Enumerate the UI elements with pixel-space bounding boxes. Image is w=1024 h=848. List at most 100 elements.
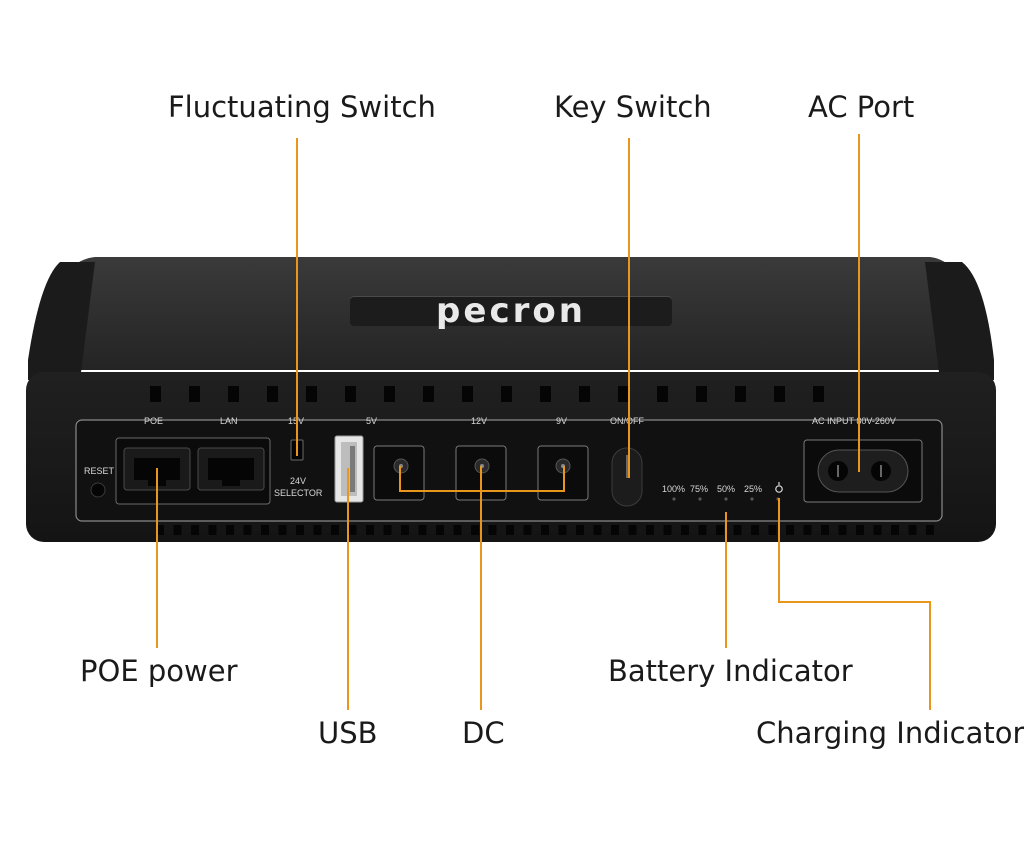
upper-vent-slots [150,386,824,402]
vent-slot [813,386,824,402]
vent-slot [735,386,746,402]
label-12v: 12V [471,416,488,426]
vent-slot [261,525,269,535]
vent-slot [856,525,864,535]
leader-charging-drop [929,601,931,710]
vent-slot [506,525,514,535]
vent-slot [803,525,812,535]
vent-slot [821,525,829,535]
label-selector-24v: 24V [290,476,307,486]
vent-slot [618,386,629,402]
label-battery-75: 75% [690,484,709,494]
label-5v: 5V [366,416,378,426]
vent-slot [306,386,317,402]
callout-ac-port: AC Port [808,90,915,124]
vent-slot [488,525,497,535]
charging-symbol-icon [775,482,783,493]
vent-slot [873,525,882,535]
vent-slot [523,525,532,535]
battery-led-75 [698,497,702,501]
vent-slot [891,525,899,535]
vent-slot [751,525,759,535]
label-9v: 9V [556,416,568,426]
vent-slot [226,525,234,535]
vent-slot [331,525,339,535]
vent-slot [663,525,672,535]
leader-ac-port [858,134,860,472]
vent-slot [716,525,724,535]
vent-slot [501,386,512,402]
right-corner-bumper [925,262,994,380]
leader-poe-power [156,468,158,648]
vent-slot [926,525,934,535]
vent-slot [208,525,217,535]
label-on-off: ON/OFF [610,416,644,426]
lan-port [197,447,265,491]
vent-slot [384,386,395,402]
leader-charging-vertical [778,498,780,602]
vent-slot [228,386,239,402]
callout-fluctuating-switch: Fluctuating Switch [168,90,436,124]
callout-charging-indicator: Charging Indicator [756,716,1024,750]
vent-slot [189,386,200,402]
vent-slot [696,386,707,402]
leader-dc-5v [399,466,401,492]
leader-battery-indicator [725,512,727,648]
leader-dc-9v [563,466,565,492]
vent-slot [576,525,584,535]
battery-led-100 [672,497,676,501]
vent-slot [593,525,602,535]
label-poe: POE [144,416,164,426]
leader-charging-horizontal [778,601,931,603]
vent-slot [348,525,357,535]
usb-port [334,435,364,503]
vent-slot [313,525,322,535]
leader-dc [480,466,482,710]
vent-slot [383,525,392,535]
leader-usb [347,468,349,710]
vent-slot [558,525,567,535]
vent-slot [657,386,668,402]
vent-slot [366,525,374,535]
vent-slot [908,525,917,535]
vent-slot [150,386,161,402]
vent-slot [267,386,278,402]
label-selector: SELECTOR [274,488,323,498]
vent-slot [471,525,479,535]
callout-poe-power: POE power [80,654,238,688]
leader-fluctuating-switch [296,138,298,456]
callout-usb: USB [318,716,378,750]
lower-vent-slots [156,525,934,535]
vent-slot [838,525,847,535]
ac-inlet [803,439,923,503]
key-switch [611,447,643,507]
vent-slot [156,525,164,535]
vent-slot [423,386,434,402]
vent-slot [401,525,409,535]
vent-slot [698,525,707,535]
vent-slot [733,525,742,535]
battery-led-25 [750,497,754,501]
vent-slot [786,525,794,535]
leader-key-switch [628,138,630,478]
brand-logo: pecron [436,291,586,331]
vent-slot [191,525,199,535]
vent-slot [243,525,252,535]
vent-slot [436,525,444,535]
battery-led-50 [724,497,728,501]
label-battery-25: 25% [744,484,763,494]
vent-slot [628,525,637,535]
label-lan: LAN [220,416,238,426]
vent-slot [296,525,304,535]
vent-slot [453,525,462,535]
vent-slot [540,386,551,402]
vent-slot [345,386,356,402]
left-corner-bumper [28,262,95,380]
vent-slot [611,525,619,535]
vent-slot [418,525,427,535]
callout-dc: DC [462,716,505,750]
label-battery-50: 50% [717,484,736,494]
vent-slot [774,386,785,402]
